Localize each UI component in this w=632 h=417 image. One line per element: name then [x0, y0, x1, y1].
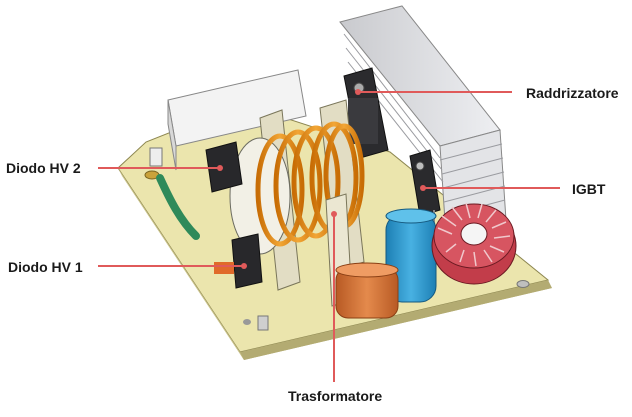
green-cable: [156, 174, 200, 240]
rectifier-component: [343, 67, 389, 159]
toroid-inductor: [431, 202, 517, 285]
connector-pin: [149, 147, 163, 167]
label-diodo-hv1: Diodo HV 1: [8, 259, 83, 275]
hv-diode-2: [205, 141, 243, 193]
label-igbt: IGBT: [572, 181, 606, 197]
leader-lines: [98, 91, 560, 382]
label-raddrizzatore: Raddrizzatore: [526, 85, 619, 101]
label-diodo-hv2: Diodo HV 2: [6, 160, 81, 176]
connector-pin: [257, 315, 269, 331]
label-trasformatore: Trasformatore: [288, 388, 383, 404]
plastic-box: [167, 69, 307, 171]
orange-capacitor: [335, 262, 399, 319]
leader-dots: [217, 89, 426, 269]
